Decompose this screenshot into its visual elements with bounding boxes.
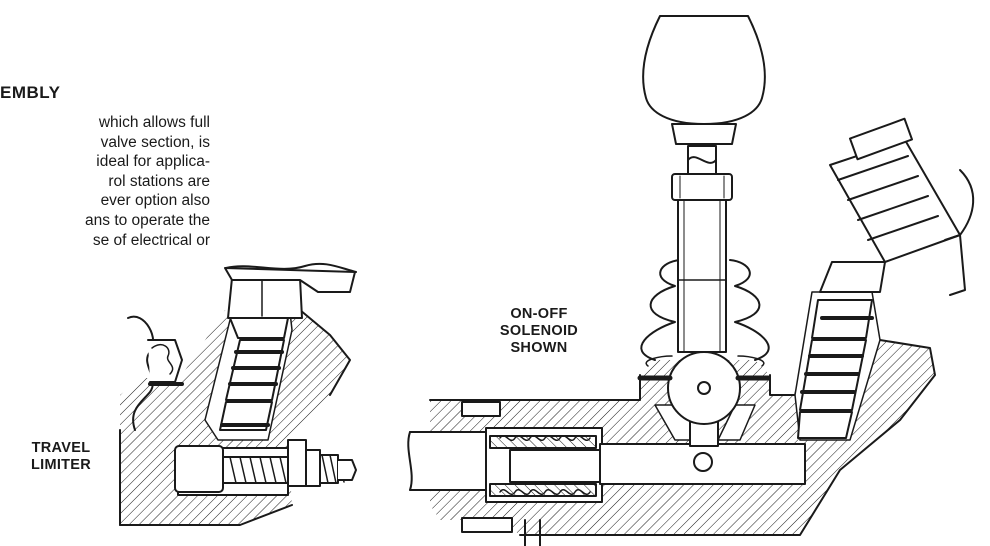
spool	[599, 443, 806, 485]
travel-limiter-label: TRAVEL LIMITER	[30, 440, 92, 473]
solenoid-cartridge	[797, 299, 874, 439]
description-paragraph: which allows full valve section, is idea…	[0, 113, 210, 250]
travel-limiter-screw	[174, 439, 357, 493]
section-heading: EMBLY	[0, 83, 61, 102]
paragraph-line: valve section, is	[100, 133, 210, 151]
paragraph-line: rol stations are	[108, 172, 210, 190]
travel-limiter-assembly	[119, 262, 357, 526]
paragraph-line: which allows full	[98, 114, 210, 131]
paragraph-line: ideal for applica-	[96, 153, 210, 171]
rubber-boot	[640, 259, 770, 367]
paragraph-line: ans to operate the	[85, 211, 210, 229]
lever-shaft	[671, 145, 733, 353]
onoff-solenoid-label: ON-OFF SOLENOID SHOWN	[499, 306, 579, 356]
spring-chamber	[485, 427, 603, 503]
paragraph-line: se of electrical or	[92, 231, 210, 249]
solenoid-valve-assembly	[407, 15, 975, 546]
paragraph-line: ever option also	[100, 192, 210, 210]
solenoid-coil	[819, 117, 975, 296]
lever-knob	[642, 15, 766, 145]
